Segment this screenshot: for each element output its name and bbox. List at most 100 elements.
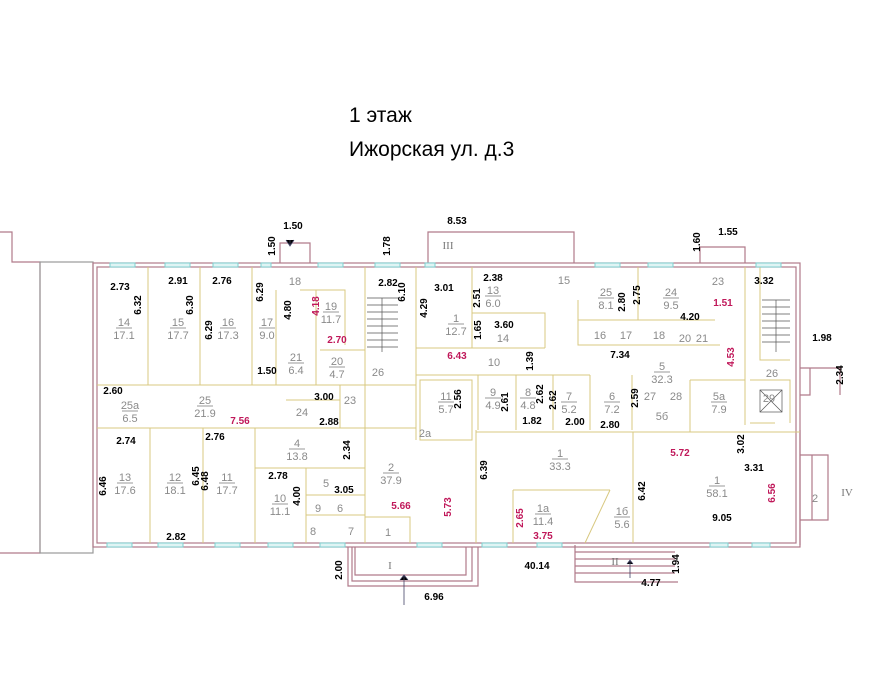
dimension-label: 4.80 bbox=[283, 300, 294, 320]
room-number: 25 bbox=[600, 287, 612, 299]
dimension-label-red: 6.43 bbox=[447, 351, 467, 362]
room-number: 16 bbox=[222, 317, 234, 329]
dimension-label: 6.45 bbox=[191, 466, 202, 486]
room-number: 2а bbox=[419, 428, 432, 440]
room-number: 29 bbox=[763, 393, 775, 405]
room-number: 21 bbox=[696, 333, 708, 345]
room-number: 13 bbox=[487, 285, 499, 297]
room-area: 4.9 bbox=[485, 400, 500, 412]
room-area: 5.7 bbox=[438, 404, 453, 416]
room-area: 13.8 bbox=[286, 451, 307, 463]
dimension-label: 1.39 bbox=[525, 351, 536, 371]
dimension-label-red: 6.56 bbox=[767, 483, 778, 503]
dimension-label: 3.60 bbox=[494, 320, 514, 331]
room-number: 7 bbox=[348, 526, 354, 538]
dimension-label-red: 5.66 bbox=[391, 501, 411, 512]
dimension-label: 2.56 bbox=[453, 389, 464, 409]
room-number: 9 bbox=[490, 387, 496, 399]
dimension-label-red: 3.75 bbox=[533, 531, 553, 542]
dimension-label-red: 5.72 bbox=[670, 448, 690, 459]
room-number: 11 bbox=[221, 472, 232, 484]
room-area: 17.6 bbox=[114, 485, 135, 497]
room-number: 1 bbox=[453, 313, 459, 325]
dimension-label: 40.14 bbox=[524, 561, 549, 572]
dimension-label-red: 7.56 bbox=[230, 416, 250, 427]
dimension-label: 6.29 bbox=[204, 320, 215, 340]
dimension-label: 2.38 bbox=[483, 273, 503, 284]
entrance-arrows bbox=[285, 239, 634, 605]
dimension-label: 3.00 bbox=[314, 392, 334, 403]
room-number: 15 bbox=[172, 317, 184, 329]
dimension-label: 2.80 bbox=[617, 292, 628, 312]
room-area: 4.7 bbox=[329, 369, 344, 381]
room-number: 18 bbox=[289, 276, 301, 288]
room-number: 2 bbox=[812, 493, 818, 505]
dimension-label: 6.10 bbox=[397, 282, 408, 302]
entrance-label: I bbox=[388, 560, 392, 572]
dimension-label: 3.05 bbox=[334, 485, 354, 496]
room-number: 21 bbox=[290, 352, 302, 364]
room-area: 9.5 bbox=[663, 300, 678, 312]
dimension-label: 1.78 bbox=[382, 236, 393, 256]
dimension-label: 2.00 bbox=[565, 417, 585, 428]
room-area: 17.7 bbox=[167, 330, 188, 342]
address-title: Ижорская ул. д.3 bbox=[349, 138, 515, 161]
room-number: 17 bbox=[620, 330, 632, 342]
dimension-label-red: 4.18 bbox=[311, 296, 322, 316]
dimension-label: 1.94 bbox=[671, 554, 682, 574]
room-area: 11.1 bbox=[270, 506, 291, 518]
room-area: 6.0 bbox=[485, 298, 500, 310]
dimension-label-red: 4.53 bbox=[726, 347, 737, 367]
dimension-label: 2.78 bbox=[268, 471, 288, 482]
room-area: 7.9 bbox=[711, 404, 726, 416]
dimension-label: 6.39 bbox=[479, 460, 490, 480]
dimension-label: 1.98 bbox=[812, 333, 832, 344]
room-number: 4 bbox=[294, 438, 300, 450]
dimension-label: 6.32 bbox=[133, 295, 144, 315]
dimension-label: 2.59 bbox=[630, 388, 641, 408]
room-area: 9.0 bbox=[259, 330, 274, 342]
dimension-label: 2.91 bbox=[168, 276, 188, 287]
entrance-label: IV bbox=[841, 487, 853, 499]
walls bbox=[0, 231, 841, 587]
room-area: 6.4 bbox=[288, 365, 303, 377]
dimension-label: 4.20 bbox=[680, 312, 700, 323]
room-number: 2 bbox=[388, 462, 394, 474]
room-area: 33.3 bbox=[549, 461, 570, 473]
dimension-label: 4.77 bbox=[641, 578, 661, 589]
room-number: 16 bbox=[594, 330, 606, 342]
dimension-label: 1.50 bbox=[267, 236, 278, 256]
room-number: 25а bbox=[121, 400, 140, 412]
dimension-label: 1.82 bbox=[522, 416, 542, 427]
room-area: 58.1 bbox=[706, 488, 727, 500]
windows bbox=[106, 262, 782, 548]
room-area: 17.7 bbox=[216, 485, 237, 497]
room-number: 26 bbox=[372, 367, 384, 379]
dimension-label: 3.32 bbox=[754, 276, 774, 287]
room-number: 19 bbox=[325, 301, 337, 313]
room-number: 14 bbox=[118, 317, 130, 329]
dimension-label-red: 2.70 bbox=[327, 335, 347, 346]
room-number: 8 bbox=[525, 387, 531, 399]
room-number: 9 bbox=[315, 503, 321, 515]
room-number: 17 bbox=[261, 317, 273, 329]
dimension-label: 6.48 bbox=[200, 471, 211, 491]
room-number: 5а bbox=[713, 391, 726, 403]
room-number: 1 bbox=[557, 448, 563, 460]
dimension-label: 1.55 bbox=[718, 227, 738, 238]
room-number: 12 bbox=[169, 472, 181, 484]
room-number: 5б bbox=[656, 411, 668, 423]
room-number: 7 bbox=[566, 391, 572, 403]
room-number: 11 bbox=[440, 391, 451, 403]
room-number: 18 bbox=[653, 330, 665, 342]
room-number: 6 bbox=[337, 503, 343, 515]
room-number: 28 bbox=[670, 391, 682, 403]
room-number: 5 bbox=[659, 361, 665, 373]
dimension-label: 6.29 bbox=[255, 282, 266, 302]
dimension-label: 2.34 bbox=[342, 440, 353, 460]
room-area: 21.9 bbox=[194, 408, 215, 420]
entrance-label: III bbox=[443, 240, 454, 252]
dimension-label: 2.61 bbox=[500, 392, 511, 412]
dimension-label-red: 1.51 bbox=[713, 298, 733, 309]
